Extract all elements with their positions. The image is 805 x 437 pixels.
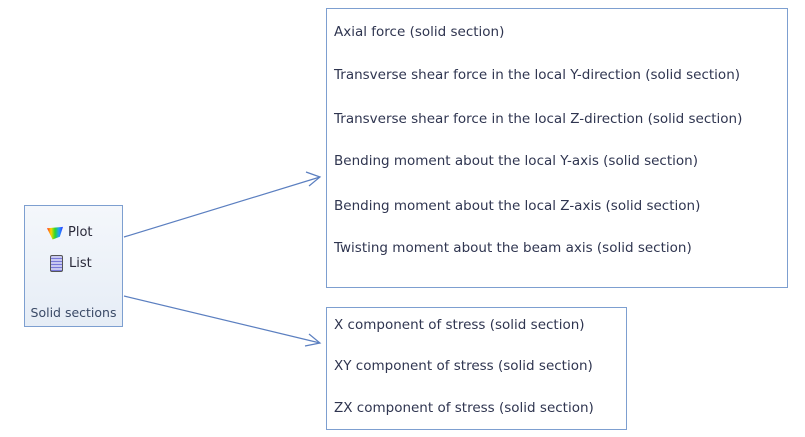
- plot-label: Plot: [68, 225, 93, 240]
- plot-button[interactable]: Plot: [47, 225, 93, 240]
- list-item[interactable]: Transverse shear force in the local Z-di…: [334, 111, 743, 127]
- force-output-list: Axial force (solid section) Transverse s…: [326, 8, 788, 288]
- list-item[interactable]: Bending moment about the local Y-axis (s…: [334, 153, 698, 169]
- solid-sections-panel: Plot List Solid sections: [24, 205, 123, 327]
- arrow-list-to-stresses: [123, 295, 321, 344]
- stress-output-list: X component of stress (solid section) XY…: [326, 307, 627, 430]
- list-button[interactable]: List: [47, 255, 92, 272]
- group-label: Solid sections: [30, 305, 117, 320]
- list-item[interactable]: Transverse shear force in the local Y-di…: [334, 67, 741, 83]
- list-icon: [50, 255, 63, 272]
- list-item[interactable]: Twisting moment about the beam axis (sol…: [334, 240, 692, 256]
- list-item[interactable]: Axial force (solid section): [334, 24, 505, 40]
- list-item[interactable]: Bending moment about the local Z-axis (s…: [334, 198, 701, 214]
- list-item[interactable]: X component of stress (solid section): [334, 317, 585, 333]
- arrow-plot-to-forces: [123, 176, 321, 238]
- list-item[interactable]: XY component of stress (solid section): [334, 358, 593, 374]
- plot-icon: [47, 226, 63, 240]
- list-label: List: [69, 256, 92, 271]
- list-item[interactable]: ZX component of stress (solid section): [334, 400, 594, 416]
